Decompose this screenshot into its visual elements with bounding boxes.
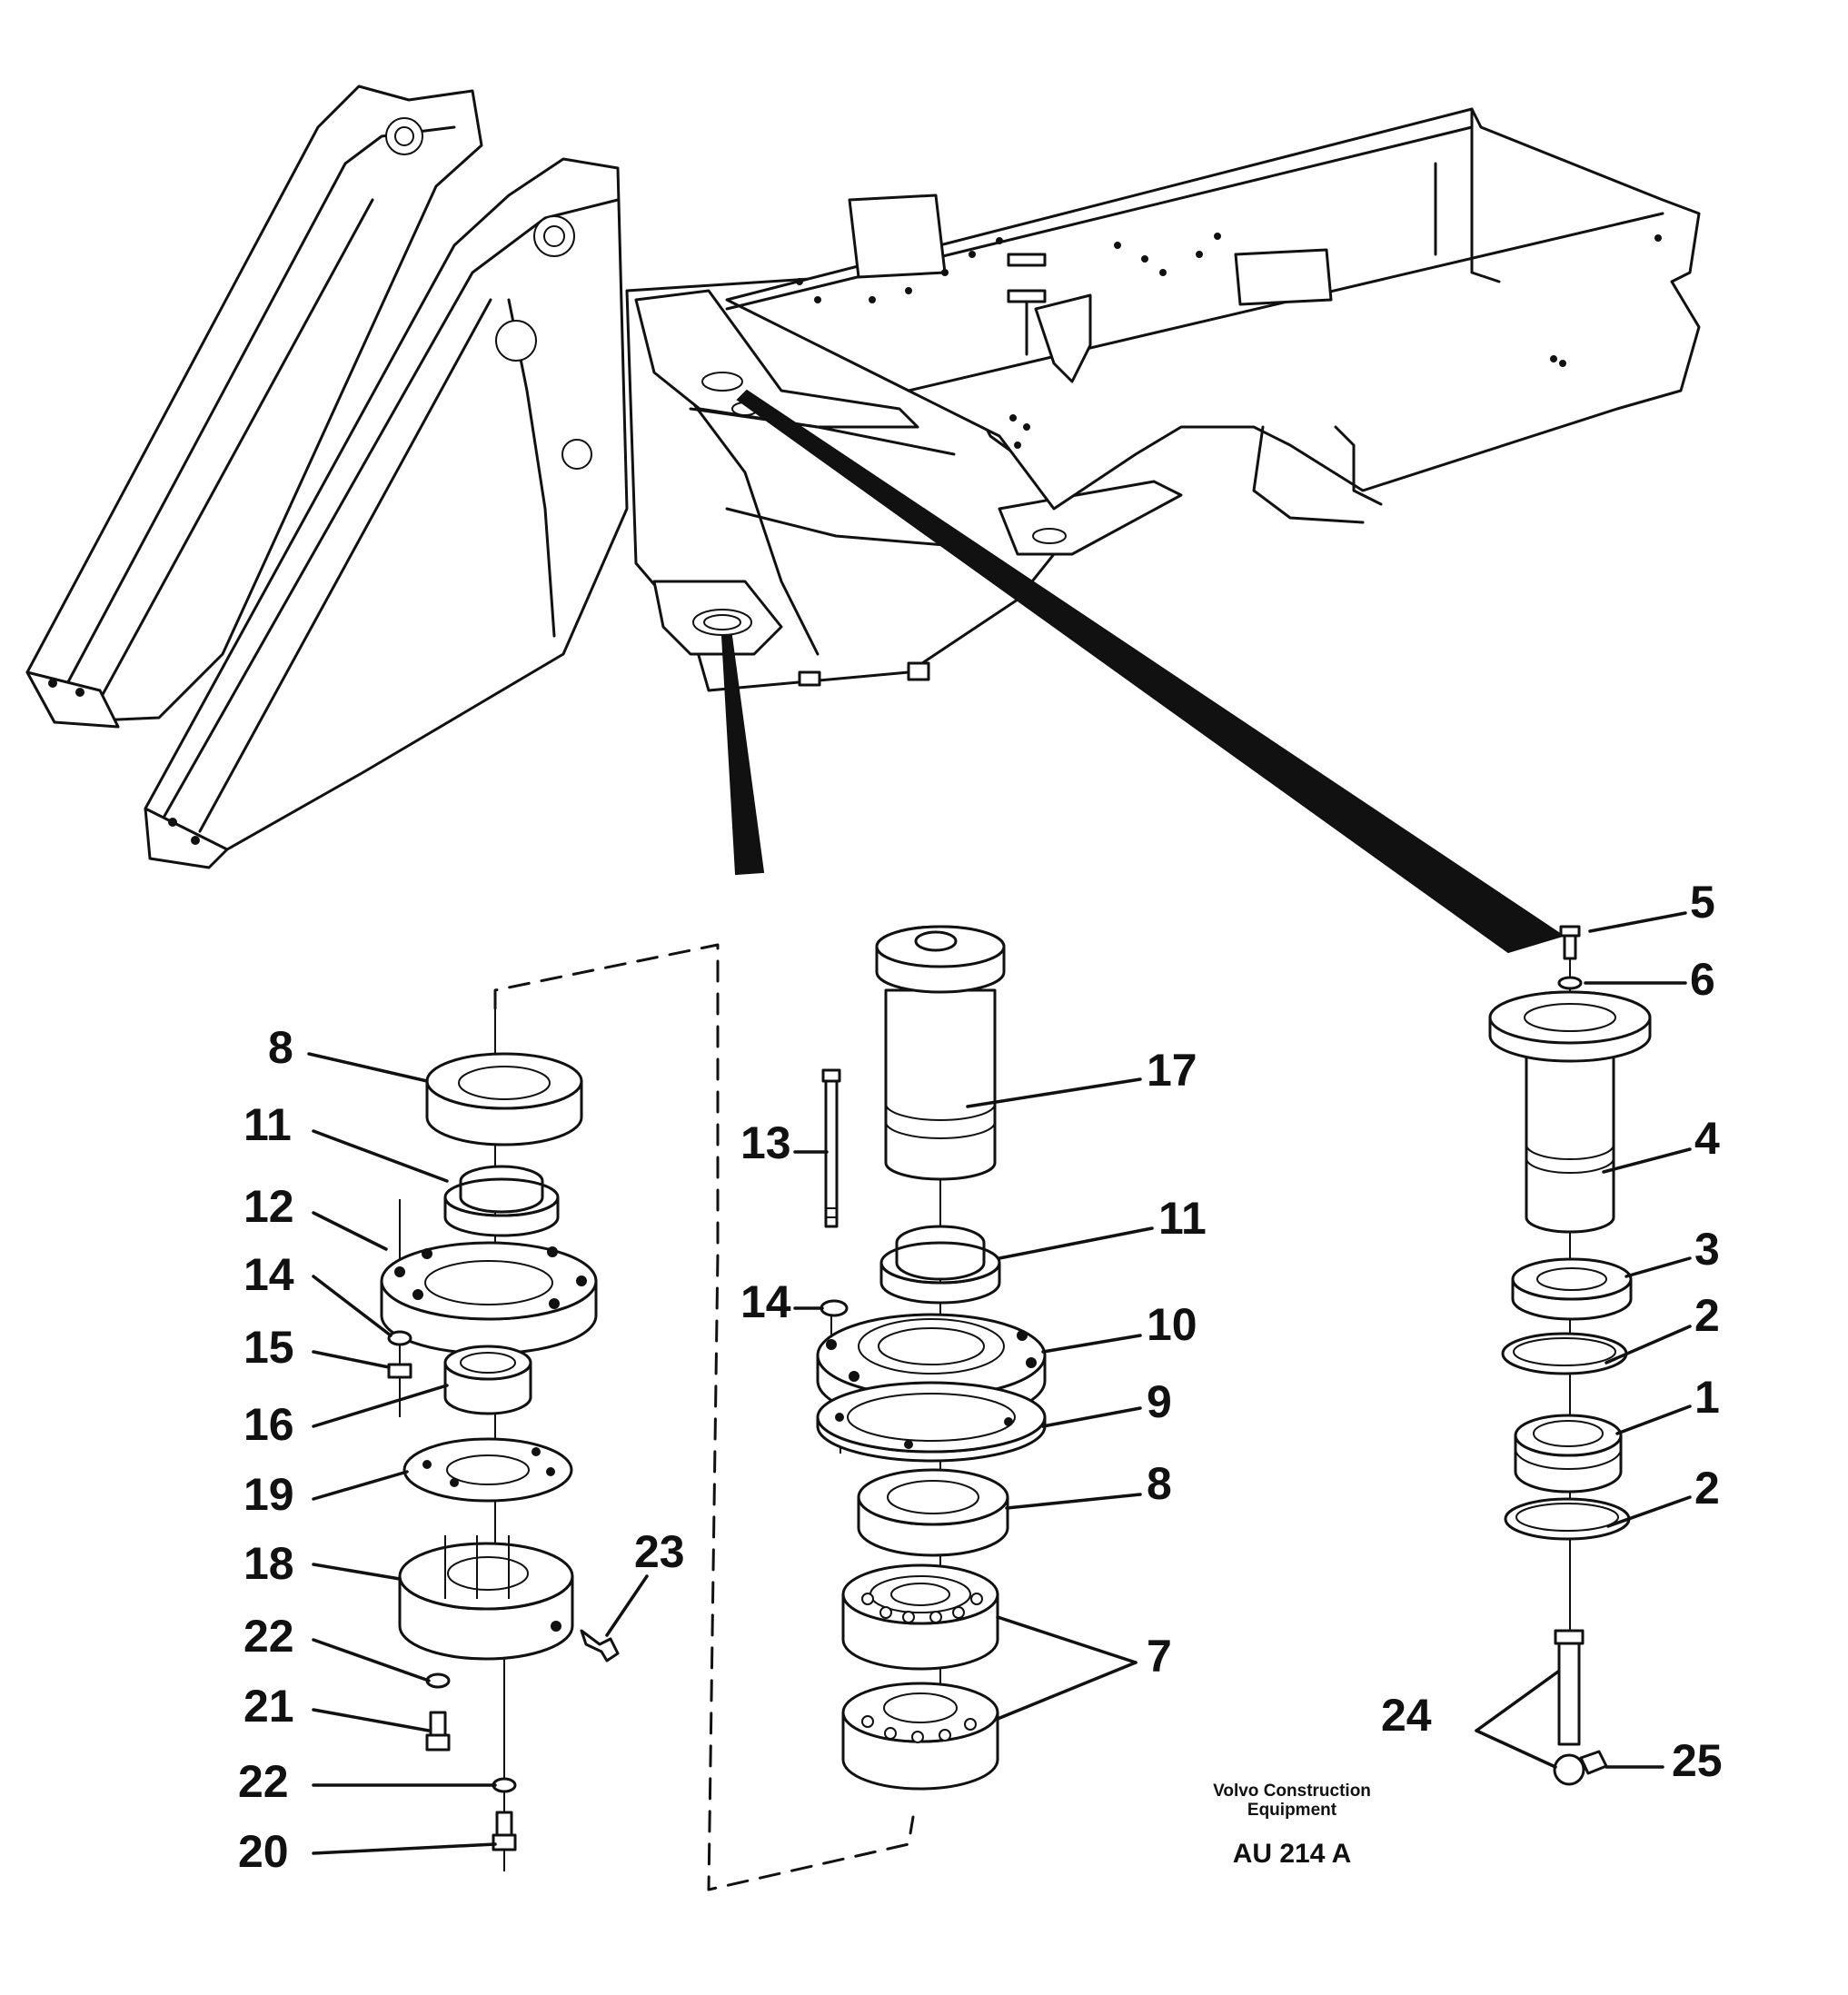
callout-2-lower: 2 xyxy=(1694,1463,1720,1514)
pointer-lower-hinge xyxy=(720,635,765,876)
callout-20: 20 xyxy=(238,1826,289,1877)
callout-25: 25 xyxy=(1672,1735,1723,1786)
middle-bearing-stack xyxy=(816,925,1047,1791)
left-bearing-stack xyxy=(380,943,915,1891)
callout-4: 4 xyxy=(1694,1113,1720,1164)
callout-19: 19 xyxy=(243,1469,294,1520)
callout-3: 3 xyxy=(1694,1224,1720,1275)
publisher-credit: Volvo Construction Equipment AU 214 A xyxy=(1213,1782,1371,1869)
callout-8-left: 8 xyxy=(268,1022,293,1073)
callout-8-middle: 8 xyxy=(1147,1458,1172,1509)
callout-1: 1 xyxy=(1694,1372,1720,1423)
callout-11-left: 11 xyxy=(243,1099,292,1150)
credit-line-1: Volvo Construction xyxy=(1213,1782,1371,1801)
callout-6: 6 xyxy=(1690,954,1715,1005)
callout-5: 5 xyxy=(1690,877,1715,928)
callout-labels: 5 6 4 3 2 1 2 24 25 17 13 11 14 10 9 8 7… xyxy=(238,877,1723,1877)
callout-22-lower: 22 xyxy=(238,1756,289,1807)
callout-16: 16 xyxy=(243,1399,294,1450)
callout-14-middle: 14 xyxy=(740,1276,791,1327)
illustration-code: AU 214 A xyxy=(1233,1839,1352,1869)
callout-23: 23 xyxy=(634,1526,685,1577)
callout-14-left: 14 xyxy=(243,1249,294,1300)
callout-7: 7 xyxy=(1147,1631,1172,1682)
callout-11-middle: 11 xyxy=(1158,1193,1207,1244)
callout-17: 17 xyxy=(1147,1045,1197,1096)
leader-lines xyxy=(307,911,1692,1855)
callout-18: 18 xyxy=(243,1538,294,1589)
callout-13: 13 xyxy=(740,1117,791,1168)
loader-frame-illustration xyxy=(25,84,1701,869)
callout-22-upper: 22 xyxy=(243,1611,294,1662)
callout-9: 9 xyxy=(1147,1376,1172,1427)
callout-21: 21 xyxy=(243,1681,294,1732)
credit-line-2: Equipment xyxy=(1247,1801,1337,1820)
callout-12: 12 xyxy=(243,1181,294,1232)
right-bearing-stack xyxy=(1488,925,1652,1786)
callout-15: 15 xyxy=(243,1322,294,1373)
callout-2-upper: 2 xyxy=(1694,1290,1720,1341)
callout-24: 24 xyxy=(1381,1690,1432,1741)
frame-rivets xyxy=(796,233,1662,449)
callout-10: 10 xyxy=(1147,1299,1197,1350)
